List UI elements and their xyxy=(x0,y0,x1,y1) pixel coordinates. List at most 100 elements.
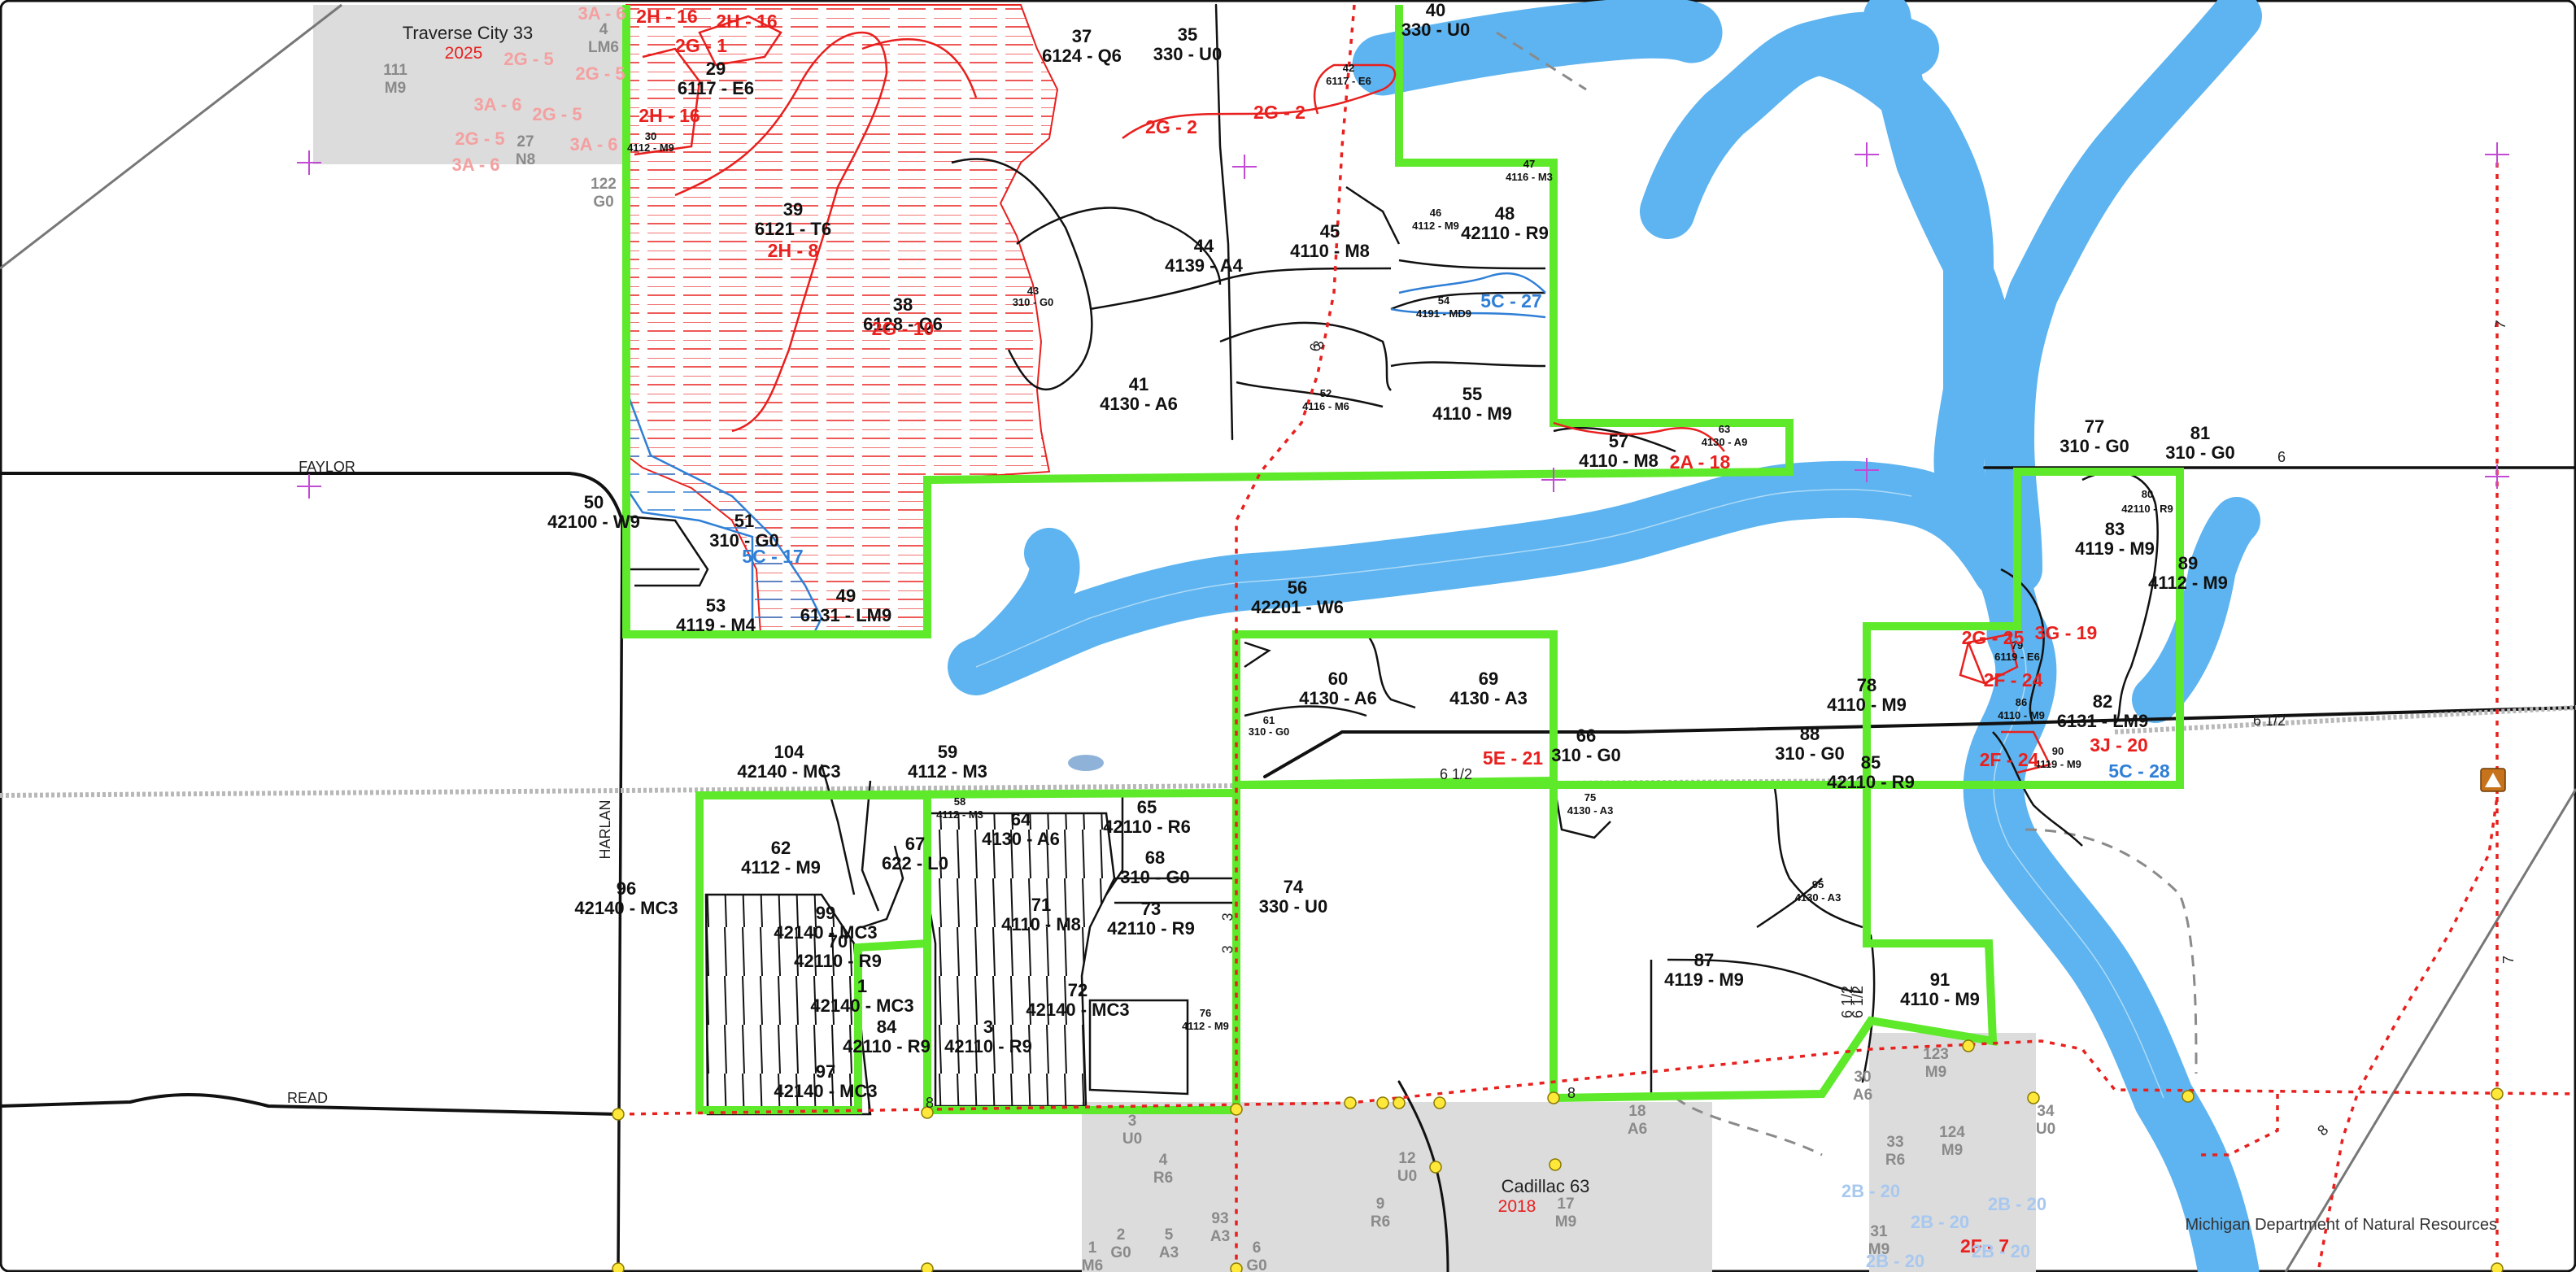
road-label-harlan: HARLAN xyxy=(597,799,613,859)
stand-96-id: 96 xyxy=(617,878,636,899)
treatment-label-red: 2G - 2 xyxy=(1253,102,1305,123)
stand-68-id: 68 xyxy=(1145,847,1165,868)
adjacent-stand-6-id: 6 xyxy=(1253,1239,1262,1257)
harlan-road xyxy=(617,519,624,1272)
stand-29-id: 29 xyxy=(706,59,726,79)
stand-45-code: 4110 - M8 xyxy=(1290,241,1370,261)
stand-1-code: 42140 - MC3 xyxy=(810,995,913,1016)
stand-51-id: 51 xyxy=(734,511,754,531)
stand-65-code: 42110 - R6 xyxy=(1103,817,1191,837)
treatment-label-red: 2A - 18 xyxy=(1670,451,1731,473)
adjacent-stand-30-code: A6 xyxy=(1853,1087,1872,1104)
small-stand-label: 4191 - MD9 xyxy=(1416,307,1471,320)
small-stand-label: 42110 - R9 xyxy=(2121,503,2173,515)
road-number-label: 7 xyxy=(2500,956,2517,964)
stand-35-code: 330 - U0 xyxy=(1153,44,1222,64)
adjacent-stand-123-code: M9 xyxy=(1925,1064,1946,1081)
small-stand-label: 310 - G0 xyxy=(1013,296,1054,308)
small-stand-label: 4112 - M3 xyxy=(936,808,983,821)
road-number-label: 8 xyxy=(2314,1122,2331,1139)
small-stand-label: 6117 - E6 xyxy=(1326,75,1371,87)
stream-buffers xyxy=(948,0,2262,1272)
adjacent-stand-1-id: 1 xyxy=(1088,1239,1097,1257)
small-stand-label: 42 xyxy=(1343,62,1354,74)
small-stand-label: 63 xyxy=(1719,423,1730,435)
small-stand-label: 4112 - M9 xyxy=(627,142,674,154)
road-number-label: 6 1/2 xyxy=(1839,986,1855,1018)
stand-67-code: 622 - L0 xyxy=(882,853,948,873)
stand-73-id: 73 xyxy=(1141,899,1161,919)
stand-55-id: 55 xyxy=(1462,384,1482,404)
stand-53-code: 4119 - M4 xyxy=(676,615,756,635)
adjacent-stand-27-code: N8 xyxy=(516,151,535,168)
section-year-cadillac: 2018 xyxy=(1498,1197,1536,1216)
stand-91-id: 91 xyxy=(1930,969,1950,990)
stand-67-id: 67 xyxy=(905,834,925,854)
small-stand-label: 4116 - M3 xyxy=(1506,171,1553,183)
adjacent-stand-1-code: M6 xyxy=(1082,1257,1103,1272)
stand-97-id: 97 xyxy=(816,1061,835,1082)
adjacent-stand-123-id: 123 xyxy=(1923,1046,1949,1063)
small-stand-label: 46 xyxy=(1430,207,1441,219)
treatment-label-red: 5E - 21 xyxy=(1483,747,1543,769)
treatment-label-blue: 5C - 17 xyxy=(742,546,803,567)
treatment-label-red: 3G - 19 xyxy=(2035,622,2098,643)
stand-48-id: 48 xyxy=(1495,203,1515,224)
stand-96-code: 42140 - MC3 xyxy=(574,898,678,918)
stand-35-id: 35 xyxy=(1178,24,1197,45)
stand-77-id: 77 xyxy=(2085,416,2104,437)
small-stand-label: 4112 - M9 xyxy=(1412,220,1459,232)
road-number-label: 7 xyxy=(2491,319,2508,329)
stand-83-code: 4119 - M9 xyxy=(2075,538,2155,559)
treatment-label-red: 2G - 2 xyxy=(1145,116,1197,137)
treatment-label-pink: 2G - 5 xyxy=(532,104,582,124)
small-stand-label: 54 xyxy=(1438,294,1450,307)
railroad-line xyxy=(0,3,2576,1272)
adjacent-stand-5-code: A3 xyxy=(1159,1244,1179,1261)
stand-60-code: 4130 - A6 xyxy=(1299,688,1377,708)
treatment-label-pink: 2G - 5 xyxy=(575,63,625,84)
treatment-label-red: 2F - 24 xyxy=(1980,749,2039,770)
pond xyxy=(1068,755,1104,771)
stand-89-id: 89 xyxy=(2178,553,2198,573)
adjacent-stand-6-code: G0 xyxy=(1246,1257,1266,1272)
faylor-road xyxy=(0,472,624,522)
stand-49-id: 49 xyxy=(836,586,856,606)
adjacent-stand-17-code: M9 xyxy=(1555,1213,1576,1231)
stream-centerlines xyxy=(975,488,2164,1099)
yellow-point-marker xyxy=(612,1039,2504,1272)
stand-70-code: 42110 - R9 xyxy=(794,951,882,971)
adjacent-stand-4-code: LM6 xyxy=(588,39,619,56)
warning-sign-icon[interactable] xyxy=(2480,768,2506,792)
stand-62-code: 4112 - M9 xyxy=(741,857,821,878)
stand-56-id: 56 xyxy=(1288,577,1307,598)
stand-104-code: 42140 - MC3 xyxy=(737,761,840,782)
stand-66-id: 66 xyxy=(1576,725,1596,746)
adjacent-stand-27-id: 27 xyxy=(517,133,534,150)
road-number-label: 3 xyxy=(1310,339,1327,350)
stand-88-id: 88 xyxy=(1800,724,1820,744)
stand-97-code: 42140 - MC3 xyxy=(774,1081,877,1101)
small-stand-label: 76 xyxy=(1200,1007,1211,1019)
adjacent-stand-93-id: 93 xyxy=(1211,1210,1228,1227)
stand-1-id: 1 xyxy=(857,976,867,996)
stand-73-code: 42110 - R9 xyxy=(1107,918,1195,939)
adjacent-stand-12-id: 12 xyxy=(1398,1150,1415,1167)
small-stand-label: 90 xyxy=(2052,745,2064,757)
adjacent-stand-34-code: U0 xyxy=(2036,1121,2055,1138)
adjacent-stand-9-id: 9 xyxy=(1376,1196,1385,1213)
stand-57-code: 4110 - M8 xyxy=(1579,451,1658,471)
small-stand-label: 79 xyxy=(2012,639,2023,651)
treatment-label-lightblue: 2B - 20 xyxy=(1866,1251,1924,1271)
road-number-label: 6 xyxy=(2277,449,2286,465)
treatment-label-pink: 3A - 6 xyxy=(578,3,625,24)
adjacent-stand-124-code: M9 xyxy=(1942,1142,1963,1159)
small-stand-label: 4112 - M9 xyxy=(1182,1020,1229,1032)
stand-104-id: 104 xyxy=(774,742,804,762)
stand-38-id: 38 xyxy=(893,294,913,315)
road-label-faylor: FAYLOR xyxy=(299,459,355,475)
road-number-label: 6 1/2 xyxy=(1440,766,1472,782)
stand-64-code: 4130 - A6 xyxy=(982,829,1060,849)
stand-69-code: 4130 - A3 xyxy=(1449,688,1528,708)
